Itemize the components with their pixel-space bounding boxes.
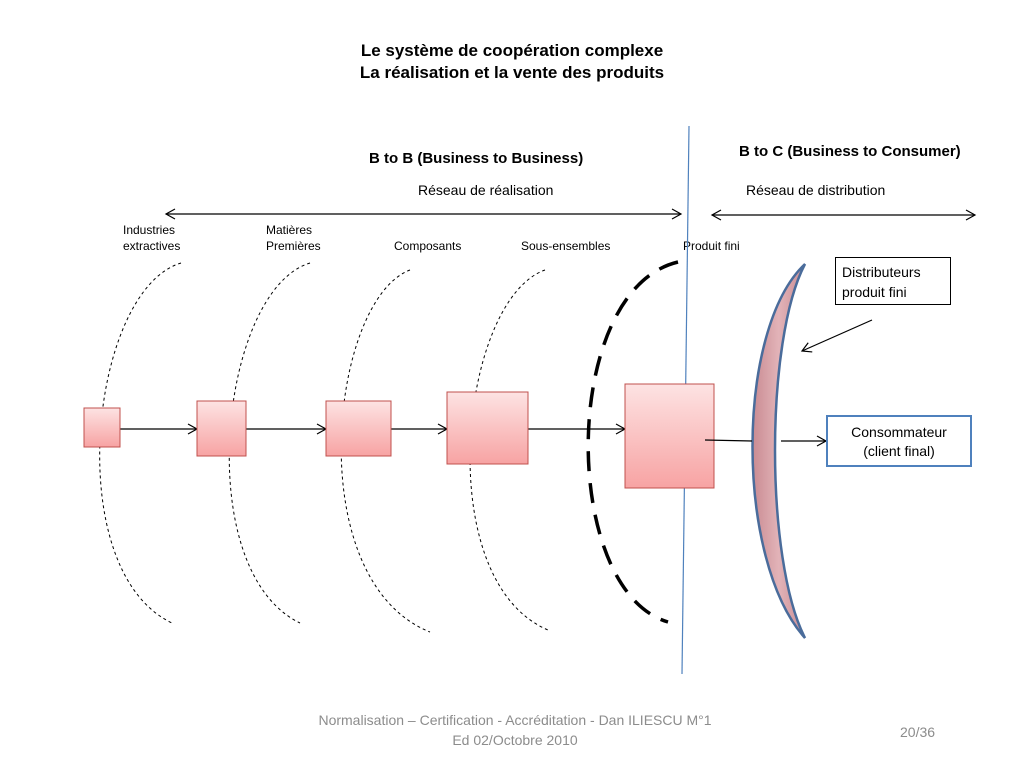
slide-title-line1: Le système de coopération complexe bbox=[360, 41, 664, 60]
distributors-line1: Distributeurs bbox=[842, 264, 921, 280]
stage-box-industries bbox=[83, 407, 121, 448]
stage-label-subassemblies: Sous-ensembles bbox=[521, 239, 611, 253]
consumer-line2: (client final) bbox=[863, 443, 935, 459]
distributors-box: Distributeurs produit fini bbox=[835, 257, 951, 305]
flow-arrow-product-to-lens bbox=[704, 439, 753, 442]
consumer-box: Consommateur (client final) bbox=[826, 415, 972, 467]
stage-box-finished-product bbox=[624, 383, 715, 489]
slide-footer: Normalisation – Certification - Accrédit… bbox=[260, 710, 770, 750]
dashed-arc-1 bbox=[99, 262, 182, 624]
bold-dashed-arc bbox=[586, 260, 679, 624]
b2b-title: B to B (Business to Business) bbox=[369, 150, 584, 167]
distribution-lens bbox=[751, 263, 807, 639]
stage-label-industries-line1: Industries bbox=[123, 223, 176, 237]
dashed-arc-2 bbox=[228, 262, 311, 624]
consumer-line1: Consommateur bbox=[851, 424, 947, 440]
stage-box-components bbox=[325, 400, 392, 457]
stage-box-raw-materials bbox=[196, 400, 247, 457]
distributors-line2: produit fini bbox=[842, 284, 907, 300]
b2c-title: B to C (Business to Consumer) bbox=[739, 143, 961, 160]
stage-label-raw-materials: Matières Premières bbox=[266, 222, 321, 254]
slide-title-line2: La réalisation et la vente des produits bbox=[359, 63, 665, 82]
stage-box-subassemblies bbox=[446, 391, 529, 465]
stage-label-industries: Industries extractives bbox=[123, 222, 180, 254]
stage-label-raw-materials-line2: Premières bbox=[266, 239, 321, 253]
footer-line2: Ed 02/Octobre 2010 bbox=[452, 732, 578, 748]
b2c-subtitle: Réseau de distribution bbox=[746, 182, 886, 198]
b2b-subtitle: Réseau de réalisation bbox=[418, 182, 554, 198]
footer-line1: Normalisation – Certification - Accrédit… bbox=[318, 712, 712, 728]
distributors-pointer-arrow bbox=[800, 319, 873, 353]
stage-label-finished-product: Produit fini bbox=[683, 239, 740, 253]
stage-label-industries-line2: extractives bbox=[123, 239, 181, 253]
page-number: 20/36 bbox=[900, 724, 936, 740]
stage-label-raw-materials-line1: Matières bbox=[266, 223, 313, 237]
stage-label-components: Composants bbox=[394, 239, 462, 253]
